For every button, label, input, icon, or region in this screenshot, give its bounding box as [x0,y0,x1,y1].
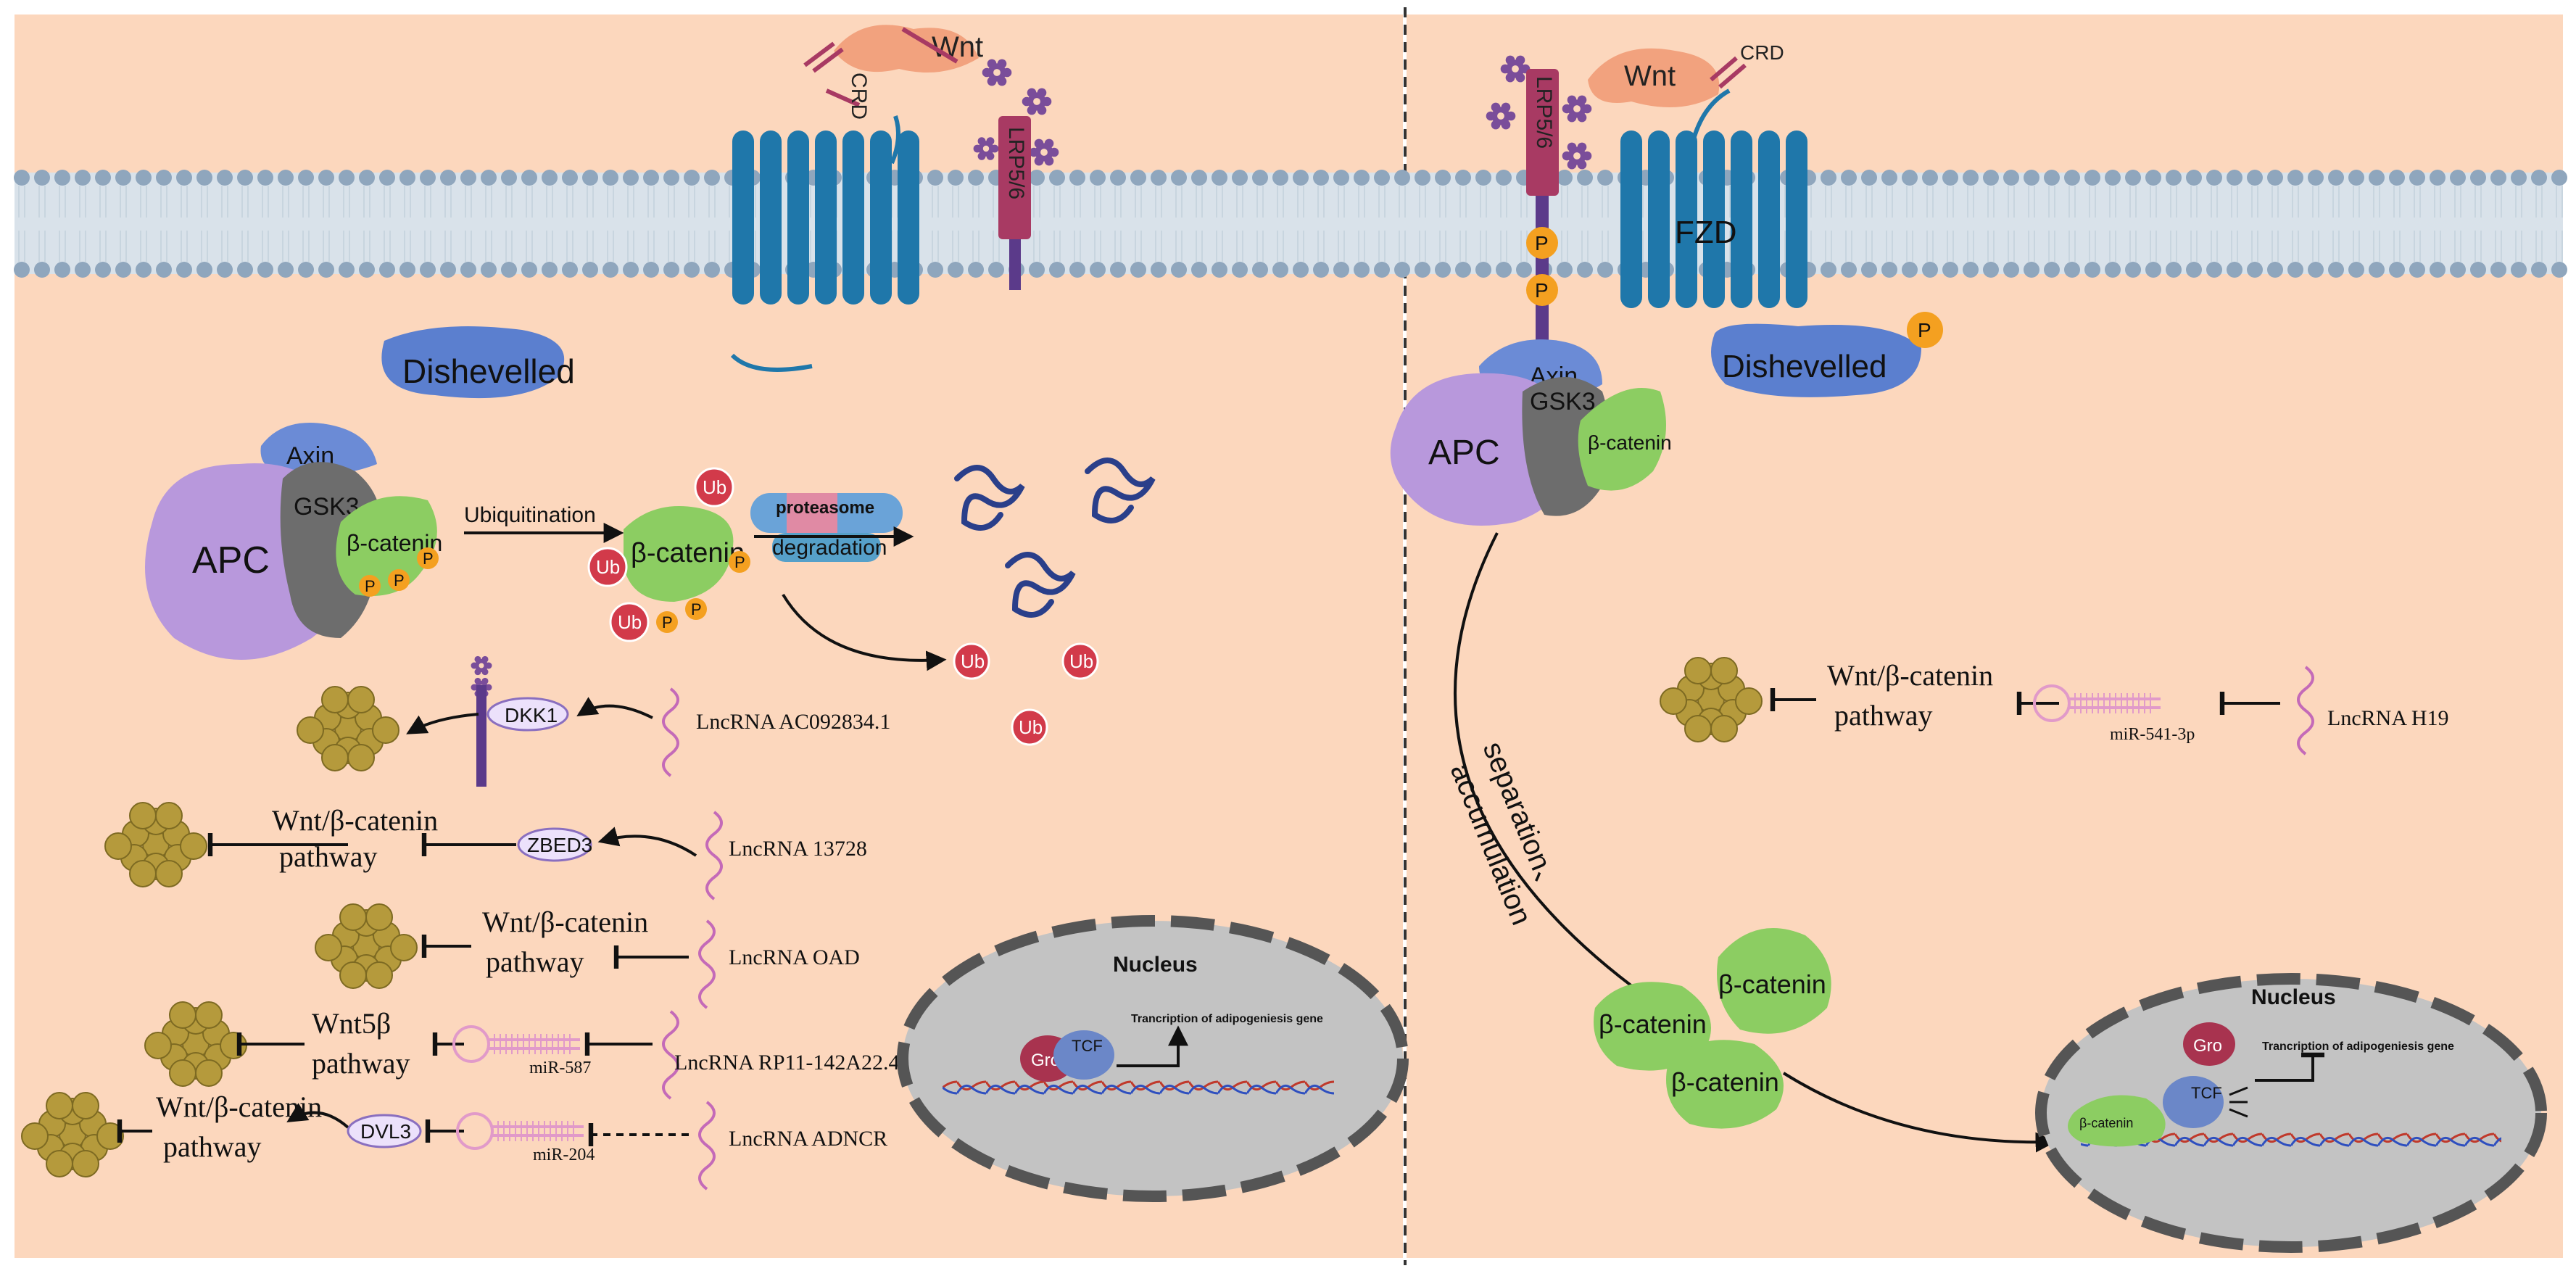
right-fzd-receptor: FZD [1620,131,1807,308]
row-zbed3: Wnt/β-catenin pathway ZBED3 LncRNA 13728 [207,804,867,901]
left-ub-beta-catenin: β-catenin Ub Ub Ub P P P [587,467,750,642]
row-dkk1: DKK1 LncRNA AC092834.1 [406,655,890,787]
lnc-oad-label: LncRNA OAD [729,945,860,969]
left-destruction-complex: Axin APC GSK3 β-catenin P P P [145,423,442,660]
left-ub-p-1: P [662,613,673,632]
left-ub-1: Ub [703,476,726,498]
dkk1-label: DKK1 [505,704,558,726]
right-lrp-p-2: P [1535,279,1549,302]
free-ub: Ub Ub Ub [953,642,1099,746]
left-complex-p-2: P [394,571,405,589]
row-adncr: Wnt/β-catenin pathway DVL3 miR-204 LncRN… [117,1090,887,1191]
left-wnt-ligand: Wnt [834,25,983,73]
left-dishevelled-label: Dishevelled [402,352,575,390]
row5-pathway-line1: Wnt/β-catenin [156,1090,322,1123]
right-complex-beta-catenin-label: β-catenin [1588,431,1672,454]
left-dishevelled: Dishevelled [381,326,575,399]
left-crd-label: CRD [847,73,871,120]
zbed3-label: ZBED3 [527,834,592,856]
left-apc-label: APC [192,539,270,581]
ub-release-arrow [782,593,947,671]
h19-pathway-line1: Wnt/β-catenin [1827,659,1993,692]
right-crd-label: CRD [1740,41,1784,64]
row2-pathway-line2: pathway [279,840,378,873]
lnc-ac092834-label: LncRNA AC092834.1 [696,710,890,734]
fzd-label: FZD [1675,215,1737,250]
left-complex-p-3: P [423,550,434,568]
separation-arrow [1453,532,1660,1007]
left-transcription-label: Trancription of adipogeniesis gene [1131,1013,1323,1025]
row4-pathway-line1: Wnt5β [312,1007,391,1040]
adipocyte-clusters [21,657,1763,1177]
lnc-rp11-label: LncRNA RP11-142A22.4 [674,1051,900,1075]
left-lrp-coreceptor: LRP5/6 [973,59,1059,290]
right-gsk3-label: GSK3 [1530,388,1596,415]
accum-beta-catenin-2: β-catenin [1718,969,1826,999]
row3-pathway-line1: Wnt/β-catenin [482,906,648,938]
accum-beta-catenin-3: β-catenin [1671,1067,1779,1097]
lnc-h19-label: LncRNA H19 [2327,706,2449,730]
right-dishevelled: Dishevelled P [1711,312,1943,397]
left-ub-p-3: P [734,553,745,571]
proteasome-label: proteasome [776,498,874,518]
mir-587-label: miR-587 [529,1059,591,1077]
left-nucleus-title: Nucleus [1113,953,1198,977]
lnc-adncr-label: LncRNA ADNCR [729,1127,887,1151]
right-nucleus-title: Nucleus [2251,985,2336,1009]
right-dishevelled-p: P [1918,319,1931,341]
row2-pathway-line1: Wnt/β-catenin [272,804,438,837]
left-ub-2: Ub [596,556,620,578]
row-rp11: Wnt5β pathway miR-587 LncRNA RP11-142A22… [236,1007,900,1100]
right-lrp-label: LRP5/6 [1532,76,1556,149]
right-wnt-ligand: Wnt CRD [1588,41,1784,160]
degradation-label: degradation [772,536,887,560]
left-tcf-label: TCF [1072,1037,1103,1055]
right-lrp-coreceptor: LRP5/6 P P [1486,55,1592,348]
free-ub-1: Ub [961,650,985,672]
lnc-13728-label: LncRNA 13728 [729,837,867,861]
right-wnt-label: Wnt [1624,60,1676,92]
left-ub-p-2: P [691,600,702,618]
left-ub-3: Ub [618,611,642,633]
right-nucleus: Nucleus Gro β-catenin TCF Trancription o… [2035,973,2547,1253]
row3-pathway-line2: pathway [486,945,584,978]
mir-204-label: miR-204 [533,1146,595,1164]
degraded-fragments [954,458,1156,618]
free-ub-2: Ub [1069,650,1093,672]
left-crd-domain: CRD [803,41,871,120]
row-h19: Wnt/β-catenin pathway miR-541-3p LncRNA … [1770,659,2449,755]
row4-pathway-line2: pathway [312,1047,410,1080]
accum-beta-catenin-1: β-catenin [1599,1009,1707,1039]
left-wnt-label: Wnt [932,31,983,63]
left-complex-p-1: P [365,577,376,595]
left-nucleus: Nucleus Gro TCF Trancription of adipogen… [897,915,1409,1202]
accumulated-beta-catenin: β-catenin β-catenin β-catenin [1594,928,1831,1129]
right-gro-label: Gro [2193,1036,2222,1056]
right-transcription-label: Trancription of adipogeniesis gene [2262,1040,2454,1053]
right-apc-label: APC [1428,434,1500,472]
row-oad: Wnt/β-catenin pathway LncRNA OAD [421,906,860,1009]
free-ub-3: Ub [1019,716,1043,738]
right-nucleus-beta-catenin: β-catenin [2079,1116,2133,1130]
dvl3-label: DVL3 [360,1120,411,1143]
right-dishevelled-label: Dishevelled [1722,349,1887,384]
cell-membrane [14,170,2567,278]
mir-541-label: miR-541-3p [2110,725,2195,744]
ubiquitination-label: Ubiquitination [464,503,596,527]
row5-pathway-line2: pathway [163,1130,262,1163]
left-lrp-label: LRP5/6 [1004,127,1028,199]
nuclear-entry-arrow [1782,1072,2056,1153]
left-fzd-receptor [730,115,919,372]
right-lrp-p-1: P [1535,232,1549,254]
right-tcf-label: TCF [2191,1084,2222,1102]
left-ub-beta-catenin-label: β-catenin [631,538,745,568]
h19-pathway-line2: pathway [1834,699,1933,732]
proteasome: proteasome [750,493,903,562]
right-destruction-complex: Axin APC GSK3 β-catenin [1390,339,1672,526]
